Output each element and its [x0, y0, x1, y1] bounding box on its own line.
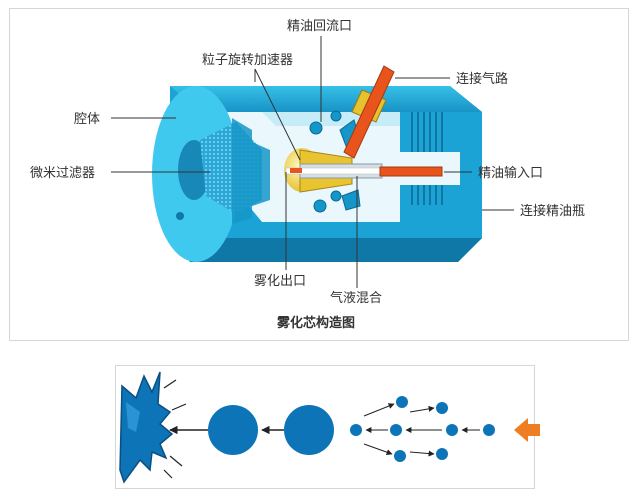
label-refined-oil-inlet: 精油输入口 [478, 165, 543, 181]
label-bottle-connection: 连接精油瓶 [520, 203, 585, 219]
air-tube [343, 65, 395, 159]
label-atomization-outlet: 雾化出口 [254, 274, 306, 289]
atomization-process [119, 371, 540, 484]
impact-splash-shape [119, 371, 174, 484]
label-cavity: 腔体 [74, 112, 100, 127]
small-droplets [350, 396, 495, 462]
splash-rays [163, 379, 187, 479]
large-droplet-right [284, 405, 334, 455]
cylinder-top-bevel [170, 86, 482, 112]
label-particle-accelerator: 粒子旋转加速器 [202, 53, 293, 68]
cylinder-bottom-shade [190, 238, 482, 262]
input-arrow-icon [514, 418, 540, 442]
label-micro-filter: 微米过滤器 [30, 166, 95, 181]
diagram-caption: 雾化芯构造图 [276, 315, 355, 331]
micro-filter-frame [232, 118, 270, 224]
impact-splash-highlight [126, 402, 140, 432]
label-gas-liquid-mixing: 气液混合 [330, 290, 382, 306]
front-face-pin [176, 212, 184, 220]
leader-lines [111, 36, 514, 288]
scatter-arrows [363, 403, 480, 457]
atomizer-cutaway [152, 65, 482, 262]
oil-inlet-tube [379, 166, 443, 177]
label-refined-oil-return: 精油回流口 [287, 19, 352, 34]
oil-inlet-stub [290, 168, 302, 173]
large-droplet-left [208, 405, 258, 455]
diagram-labels: 精油回流口 粒子旋转加速器 连接气路 腔体 微米过滤器 精油输入口 连接精油瓶 … [30, 19, 585, 331]
label-air-connection: 连接气路 [456, 71, 508, 87]
